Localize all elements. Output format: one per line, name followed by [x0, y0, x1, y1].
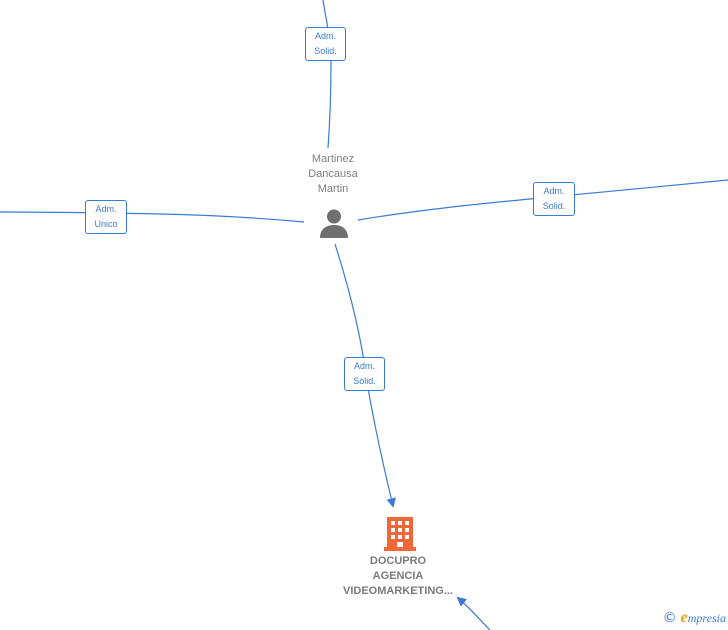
edge-label-right-line1: Adm. [543, 186, 565, 196]
person-name-line1: Martinez [311, 153, 355, 165]
company-name-line2: AGENCIA [372, 570, 424, 582]
edge-label-top-line1: Adm. [314, 31, 336, 41]
building-icon[interactable] [384, 515, 416, 551]
brand-rest: mpresia [687, 611, 726, 625]
person-icon[interactable] [318, 207, 350, 239]
person-name[interactable]: Martinez Dancausa Martin [283, 152, 383, 197]
company-name[interactable]: DOCUPRO AGENCIA VIDEOMARKETING... [318, 554, 478, 599]
edge-label-left-line2: Unico [94, 219, 118, 229]
brand-logo: © empresia [663, 608, 726, 628]
edge-label-bottom[interactable]: Adm. Solid. [344, 357, 385, 391]
edge-line-top [322, 0, 332, 149]
brand-wordmark: empresia [681, 609, 726, 627]
edge-label-bottom-line2: Solid. [353, 376, 376, 386]
company-name-line1: DOCUPRO [369, 555, 427, 567]
edge-label-left-line1: Adm. [95, 204, 117, 214]
edge-label-right[interactable]: Adm. Solid. [533, 182, 575, 216]
company-name-line3: VIDEOMARKETING... [342, 585, 453, 597]
edge-label-left[interactable]: Adm. Unico [85, 200, 127, 234]
brand-e: e [680, 609, 688, 626]
edge-label-top-line2: Solid. [314, 46, 337, 56]
person-name-line2: Dancausa [308, 168, 358, 180]
edge-line-left [0, 211, 305, 223]
edge-label-top[interactable]: Adm. Solid. [305, 27, 346, 61]
person-name-line3: Martin [317, 183, 349, 195]
edge-line-incoming [456, 596, 491, 630]
edge-label-bottom-line1: Adm. [353, 361, 375, 371]
edge-label-right-line2: Solid. [542, 201, 566, 211]
copyright-icon: © [662, 610, 677, 626]
